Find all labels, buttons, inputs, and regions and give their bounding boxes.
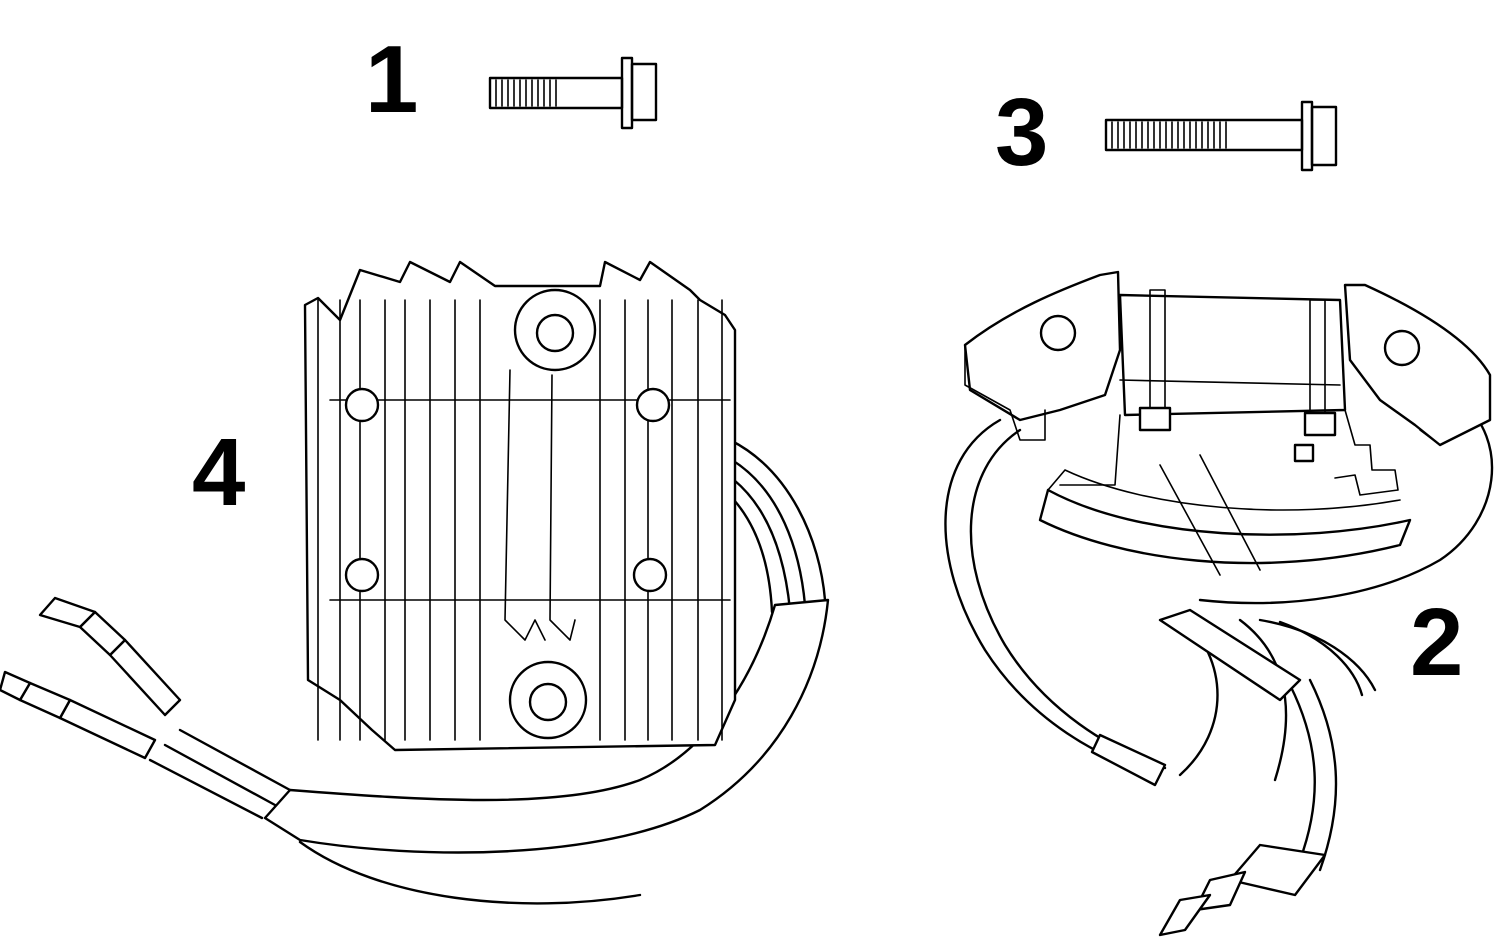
callout-2: 2 (1410, 589, 1463, 696)
charge-coil-drawing (944, 270, 1494, 937)
callout-4: 4 (192, 419, 245, 526)
short-bolt-drawing (488, 56, 658, 130)
callout-1: 1 (365, 26, 418, 133)
long-bolt-drawing (1104, 100, 1338, 172)
rectifier-regulator-drawing (0, 260, 830, 905)
callout-3: 3 (995, 79, 1048, 186)
